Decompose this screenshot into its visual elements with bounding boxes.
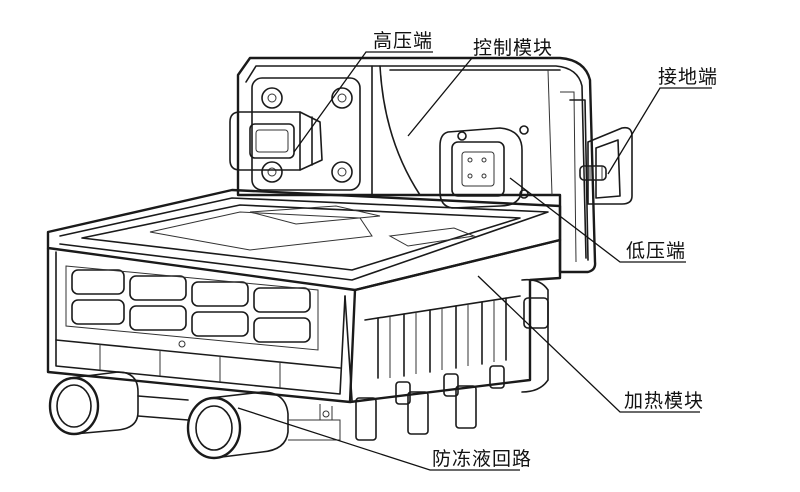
label-low-voltage: 低压端 bbox=[626, 240, 687, 262]
label-coolant-loop: 防冻液回路 bbox=[432, 448, 533, 470]
high-voltage-connector bbox=[229, 77, 361, 191]
control-module-panel bbox=[236, 56, 597, 274]
ground-terminal bbox=[579, 126, 633, 205]
heating-module-body bbox=[46, 188, 562, 441]
label-control-module: 控制模块 bbox=[473, 37, 554, 59]
coolant-pipes bbox=[48, 371, 341, 460]
low-voltage-connector bbox=[439, 125, 529, 209]
label-ground: 接地端 bbox=[658, 66, 719, 88]
leader-lines bbox=[237, 51, 712, 471]
label-heating-module: 加热模块 bbox=[624, 390, 705, 412]
label-high-voltage: 高压端 bbox=[373, 30, 434, 52]
